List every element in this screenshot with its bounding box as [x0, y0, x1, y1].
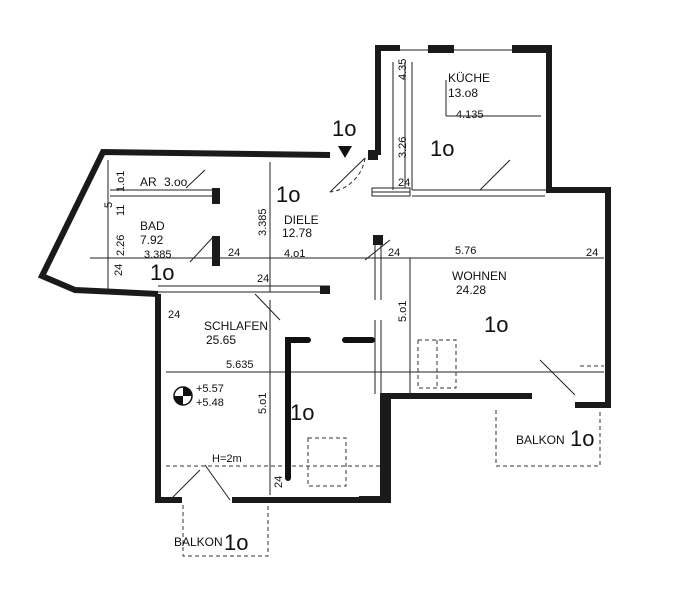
wall-thickness-label: 24: [388, 247, 400, 259]
ar-area: 3.oo: [164, 175, 188, 189]
entrance-arrow-icon: [338, 146, 352, 158]
schlafen-name: SCHLAFEN: [204, 319, 268, 333]
diele-depth: 3.385: [257, 208, 269, 236]
bad-name: BAD: [140, 219, 165, 233]
dimension-lines: [90, 62, 604, 557]
wall-thickness-label: 24: [257, 273, 269, 285]
kueche-depth: 3.26: [397, 137, 409, 158]
kueche-mark: 1o: [430, 136, 454, 161]
kueche-name: KÜCHE: [448, 71, 490, 85]
ar-small-dim: 5: [103, 202, 115, 208]
wall-thickness-label: 24: [228, 247, 240, 259]
balkon-right-label: BALKON: [516, 433, 565, 447]
diele-name: DIELE: [284, 213, 319, 227]
bad-mark: 1o: [150, 260, 174, 285]
door-swings: [169, 157, 576, 501]
diele-area: 12.78: [282, 226, 312, 240]
bad-top-dim: 1.o1: [115, 171, 127, 192]
kueche-area: 13.o8: [448, 86, 478, 100]
bad-depth: 2.26: [115, 235, 127, 256]
level-marker-icon: [173, 386, 193, 406]
balkon-bottom-label: BALKON: [174, 535, 223, 549]
kitchen-windows: [400, 45, 548, 53]
wohnen-depth: 5.o1: [397, 301, 409, 322]
bad-area: 7.92: [140, 233, 164, 247]
balkon-bottom-mark: 1o: [224, 530, 248, 555]
height-note: H=2m: [212, 453, 242, 465]
schlafen-mark: 1o: [290, 400, 314, 425]
wall-thickness-label: 24: [586, 247, 598, 259]
wall-thickness-label: 24: [113, 264, 125, 276]
schlafen-area: 25.65: [206, 333, 236, 347]
wohnen-area: 24.28: [456, 283, 486, 297]
wohnen-mark: 1o: [484, 312, 508, 337]
level-upper: +5.57: [196, 383, 224, 395]
wall-thickness-label: 24: [398, 177, 410, 189]
entrance-mark: 1o: [332, 116, 356, 141]
ar-name: AR: [140, 175, 157, 189]
wohnen-name: WOHNEN: [452, 269, 507, 283]
balkon-right-mark: 1o: [570, 426, 594, 451]
bad-width: 3.385: [144, 249, 172, 261]
wohnen-width: 5.76: [455, 245, 476, 257]
schlafen-width: 5.635: [226, 359, 254, 371]
wall-thickness-label: 24: [273, 476, 285, 488]
level-lower: +5.48: [196, 397, 224, 409]
schlafen-depth: 5.o1: [257, 393, 269, 414]
markup-strokes: [285, 337, 375, 481]
wall-thickness-label: 24: [168, 309, 180, 321]
kueche-width: 4.135: [456, 109, 484, 121]
diele-mark: 1o: [276, 182, 300, 207]
ar-small-dim-2: 11: [115, 205, 127, 216]
kueche-top-dim: 4.35: [397, 59, 409, 80]
diele-width: 4.o1: [284, 248, 305, 260]
inner-walls: [110, 62, 549, 394]
